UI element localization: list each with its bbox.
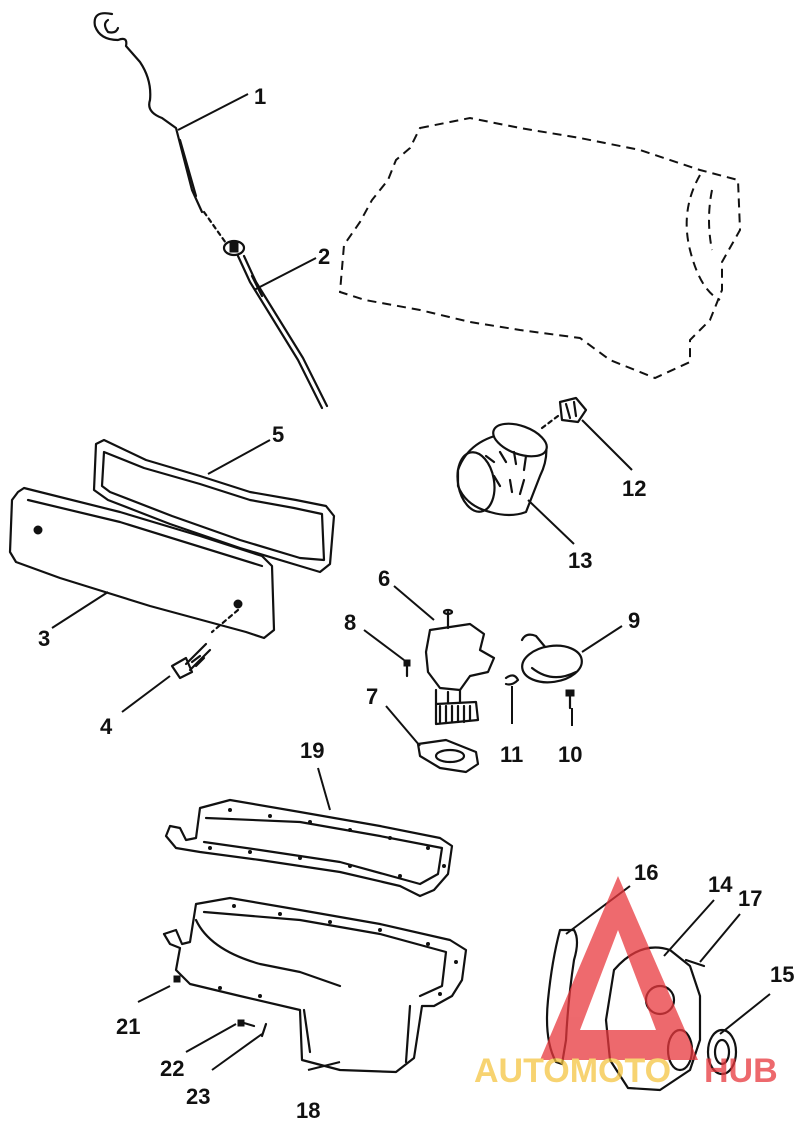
leader-lines [51,93,771,1071]
front-cover-seal [706,1028,738,1076]
oil-filter [456,422,548,517]
callout-15: 15 [770,962,794,987]
dipstick-tube [222,239,329,410]
dipstick [93,12,230,248]
oil-pan-gasket [164,798,454,898]
oil-pan-washer [260,1022,268,1038]
callout-9: 9 [628,608,640,633]
callout-2: 2 [318,244,330,269]
watermark-logo: AUTOMOTO HUB [474,876,778,1090]
callout-6: 6 [378,566,390,591]
callout-22: 22 [160,1056,184,1081]
callout-1: 1 [254,84,266,109]
oil-pump-gasket [416,738,480,774]
callout-labels: 1 2 3 4 5 6 7 8 9 10 11 12 13 14 15 16 1… [38,84,794,1123]
valve-cover [8,486,276,640]
engine-block-outline [338,116,742,380]
callout-3: 3 [38,626,50,651]
pickup-screw [565,689,575,710]
callout-17: 17 [738,886,762,911]
callout-4: 4 [100,714,113,739]
oil-pump [424,608,496,726]
callout-12: 12 [622,476,646,501]
callout-10: 10 [558,742,582,767]
oil-pan-bolt [237,1019,256,1028]
callout-14: 14 [708,872,733,897]
valve-cover-gasket [92,438,336,574]
callout-18: 18 [296,1098,320,1123]
pickup-clip [504,674,520,686]
callout-8: 8 [344,610,356,635]
drain-plug [173,975,181,983]
callout-11: 11 [500,742,523,767]
oil-pump-screw [403,659,411,678]
oil-pickup-screen [520,633,583,684]
valve-cover-bolt [170,642,212,680]
callout-19: 19 [300,738,324,763]
front-cover-gasket [545,928,579,1066]
filter-adapter [540,396,588,430]
watermark-triangle [540,876,698,1060]
oil-pan [162,896,468,1074]
front-cover-bolt [684,958,706,968]
watermark-text-part1: AUTOMOTO [474,1052,671,1090]
callout-13: 13 [568,548,592,573]
callout-7: 7 [366,684,378,709]
watermark-text-part2: HUB [704,1052,778,1090]
callout-16: 16 [634,860,658,885]
callout-23: 23 [186,1084,210,1109]
callout-21: 21 [116,1014,140,1039]
callout-5: 5 [272,422,284,447]
